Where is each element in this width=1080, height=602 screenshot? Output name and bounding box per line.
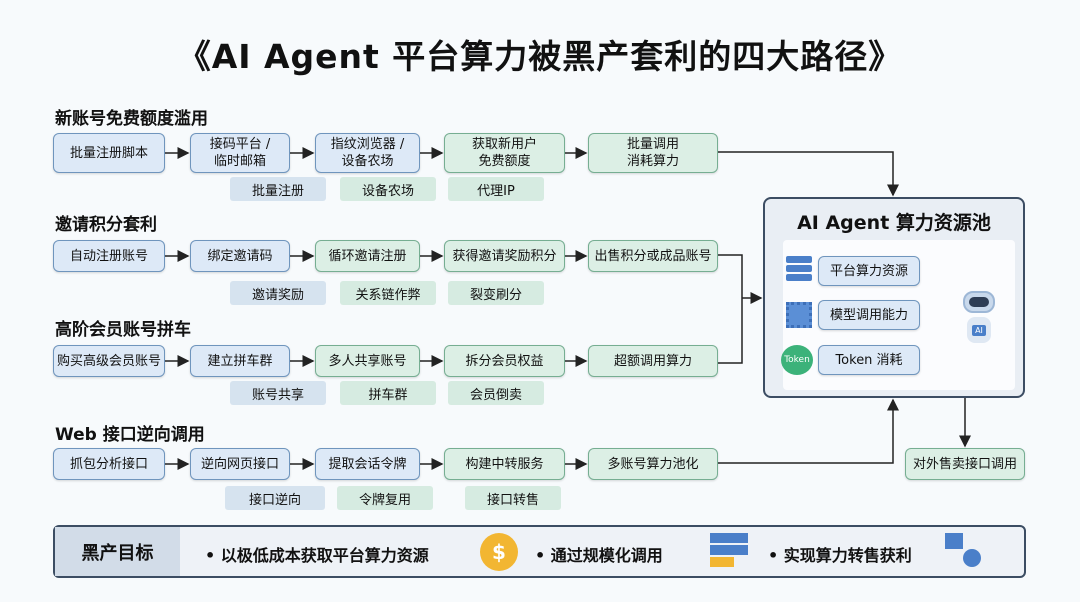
token-icon: Token	[781, 345, 813, 375]
robot-icon: AI	[955, 285, 1003, 347]
path-step: 出售积分或成品账号	[588, 240, 718, 272]
pool-item-compute: 平台算力资源	[818, 256, 920, 286]
path-step: 自动注册账号	[53, 240, 165, 272]
path-step: 建立拼车群	[190, 345, 290, 377]
path-title: 新账号免费额度滥用	[55, 109, 208, 129]
path-step: 购买高级会员账号	[53, 345, 165, 377]
path-tag: 令牌复用	[337, 486, 433, 510]
path-step: 批量调用 消耗算力	[588, 133, 718, 173]
path-title: 邀请积分套利	[55, 215, 157, 235]
path-step: 提取会话令牌	[315, 448, 420, 480]
goal-label: 黑产目标	[55, 527, 180, 576]
path-tag: 拼车群	[340, 381, 436, 405]
path-step: 构建中转服务	[444, 448, 565, 480]
goal-item-1: • 以极低成本获取平台算力资源	[205, 546, 429, 565]
coins-icon: $	[480, 533, 518, 571]
path-step: 逆向网页接口	[190, 448, 290, 480]
path-title: 高阶会员账号拼车	[55, 320, 191, 340]
path-tag: 裂变刷分	[448, 281, 544, 305]
server-icon	[786, 256, 812, 284]
path-step: 获得邀请奖励积分	[444, 240, 565, 272]
path-tag: 会员倒卖	[448, 381, 544, 405]
path-step: 抓包分析接口	[53, 448, 165, 480]
path-step: 接码平台 / 临时邮箱	[190, 133, 290, 173]
goal-item-2: • 通过规模化调用	[535, 546, 663, 565]
path-tag: 邀请奖励	[230, 281, 326, 305]
goal-item-3: • 实现算力转售获利	[768, 546, 912, 565]
server-scale-icon	[710, 533, 748, 571]
path-tag: 关系链作弊	[340, 281, 436, 305]
chip-icon	[786, 302, 812, 328]
pool-item-model: 模型调用能力	[818, 300, 920, 330]
transfer-icon	[945, 533, 983, 571]
path-step: 多账号算力池化	[588, 448, 718, 480]
path-tag: 批量注册	[230, 177, 326, 201]
path-title: Web 接口逆向调用	[55, 425, 205, 445]
path-step: 获取新用户 免费额度	[444, 133, 565, 173]
path-tag: 账号共享	[230, 381, 326, 405]
page-title: 《AI Agent 平台算力被黑产套利的四大路径》	[177, 37, 903, 76]
path-step: 批量注册脚本	[53, 133, 165, 173]
path-step: 超额调用算力	[588, 345, 718, 377]
path-step: 拆分会员权益	[444, 345, 565, 377]
path-tag: 接口转售	[465, 486, 561, 510]
output-sell-api: 对外售卖接口调用	[905, 448, 1025, 480]
path-tag: 代理IP	[448, 177, 544, 201]
path-step: 多人共享账号	[315, 345, 420, 377]
path-tag: 接口逆向	[225, 486, 325, 510]
path-step: 循环邀请注册	[315, 240, 420, 272]
path-tag: 设备农场	[340, 177, 436, 201]
goal-bar	[53, 525, 1026, 578]
pool-item-token: Token 消耗	[818, 345, 920, 375]
path-step: 绑定邀请码	[190, 240, 290, 272]
pool-title: AI Agent 算力资源池	[797, 212, 991, 234]
path-step: 指纹浏览器 / 设备农场	[315, 133, 420, 173]
